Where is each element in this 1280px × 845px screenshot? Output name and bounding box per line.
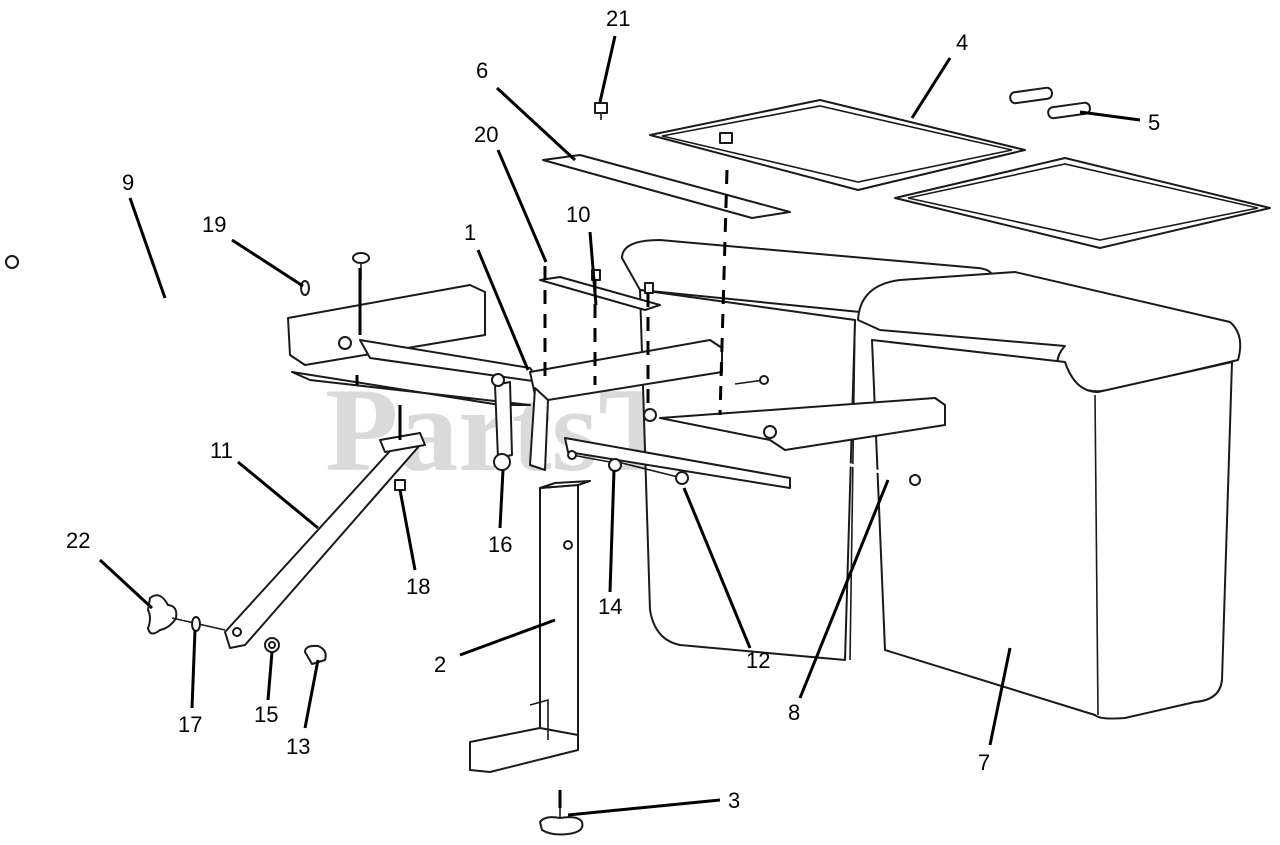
part-carriage-bolts: [352, 252, 769, 385]
part-lid-frame: [649, 99, 1271, 249]
part-plate: [542, 154, 791, 219]
part-rod-long: [5, 255, 279, 326]
callout-14: 14: [598, 594, 622, 619]
part-bag-front: [857, 271, 1242, 720]
part-bolt-18: [394, 479, 406, 491]
part-pins: [1009, 86, 1091, 120]
callout-labels: 1 2 3 4 5 6 7 8 9 10 11 12 13 14 15 16 1…: [66, 6, 1160, 813]
part-washer-15: [264, 637, 280, 653]
part-main-frame: [287, 276, 946, 489]
callout-15: 15: [254, 702, 278, 727]
callout-11: 11: [210, 438, 233, 463]
callout-8: 8: [788, 700, 800, 725]
part-washer-17: [191, 616, 201, 632]
callout-12: 12: [746, 648, 770, 673]
part-support-post: [469, 480, 591, 773]
callout-3: 3: [728, 788, 740, 813]
part-brace: [224, 432, 426, 649]
callout-2: 2: [434, 652, 446, 677]
callout-19: 19: [202, 212, 226, 237]
callout-17: 17: [178, 712, 202, 737]
part-cap-13: [304, 644, 327, 665]
callout-22: 22: [66, 528, 90, 553]
part-spacer: [567, 450, 622, 472]
callout-13: 13: [286, 734, 310, 759]
alignment-lines: [355, 169, 729, 808]
callout-10: 10: [566, 202, 590, 227]
callout-18: 18: [406, 574, 430, 599]
part-rod-right: [794, 450, 921, 486]
callout-4: 4: [956, 30, 968, 55]
part-clip: [300, 280, 310, 296]
callout-6: 6: [476, 58, 488, 83]
part-knob-22: [147, 594, 226, 635]
callout-16: 16: [488, 532, 512, 557]
callout-21: 21: [606, 6, 630, 31]
callout-7: 7: [978, 750, 990, 775]
callout-20: 20: [474, 122, 498, 147]
callout-9: 9: [122, 170, 134, 195]
callout-5: 5: [1148, 110, 1160, 135]
leader-lines: [98, 35, 1141, 817]
callout-1: 1: [464, 220, 476, 245]
part-rod-short: [609, 459, 689, 485]
part-bolt-top: [594, 102, 733, 144]
